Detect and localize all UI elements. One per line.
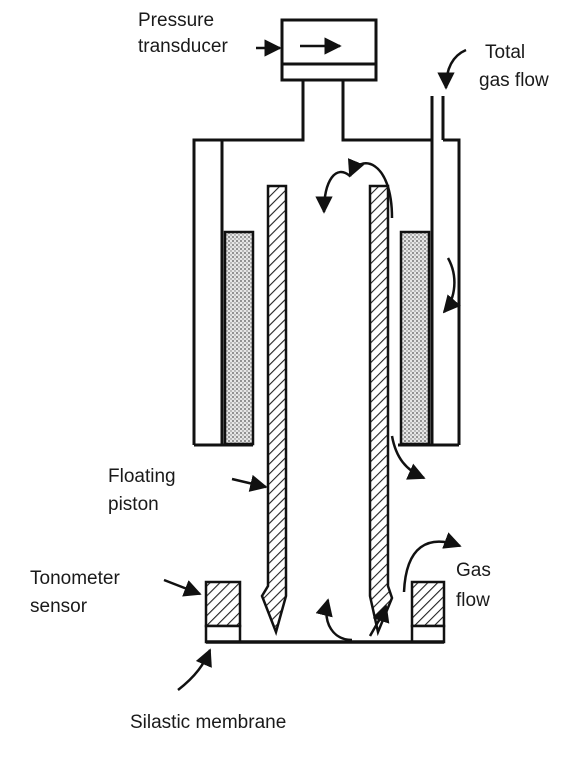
left-stipple-block	[223, 230, 255, 446]
pressure-transducer-box	[280, 18, 378, 82]
silastic-membrane-label: Silastic membrane	[130, 712, 287, 733]
tonometer-sensor-label-line2: sensor	[30, 596, 88, 617]
gas-flow-arrows	[163, 39, 467, 691]
pressure-transducer-label-line2: transducer	[138, 36, 228, 57]
right-stipple-block	[399, 230, 431, 446]
total-gas-flow-label-line1: Total	[485, 42, 526, 63]
total-gas-flow-label-line2: gas flow	[479, 70, 549, 91]
tonometer-sensor	[204, 580, 446, 644]
floating-piston	[260, 184, 394, 637]
pressure-transducer-label-line1: Pressure	[138, 10, 215, 31]
outer-housing	[192, 80, 461, 447]
gas-flow-label-line1: Gas	[456, 560, 491, 581]
floating-piston-label-line1: Floating	[108, 466, 176, 487]
floating-piston-label-line2: piston	[108, 494, 159, 515]
gas-flow-label-line2: flow	[456, 590, 490, 611]
tonometer-sensor-label-line1: Tonometer	[30, 568, 120, 589]
